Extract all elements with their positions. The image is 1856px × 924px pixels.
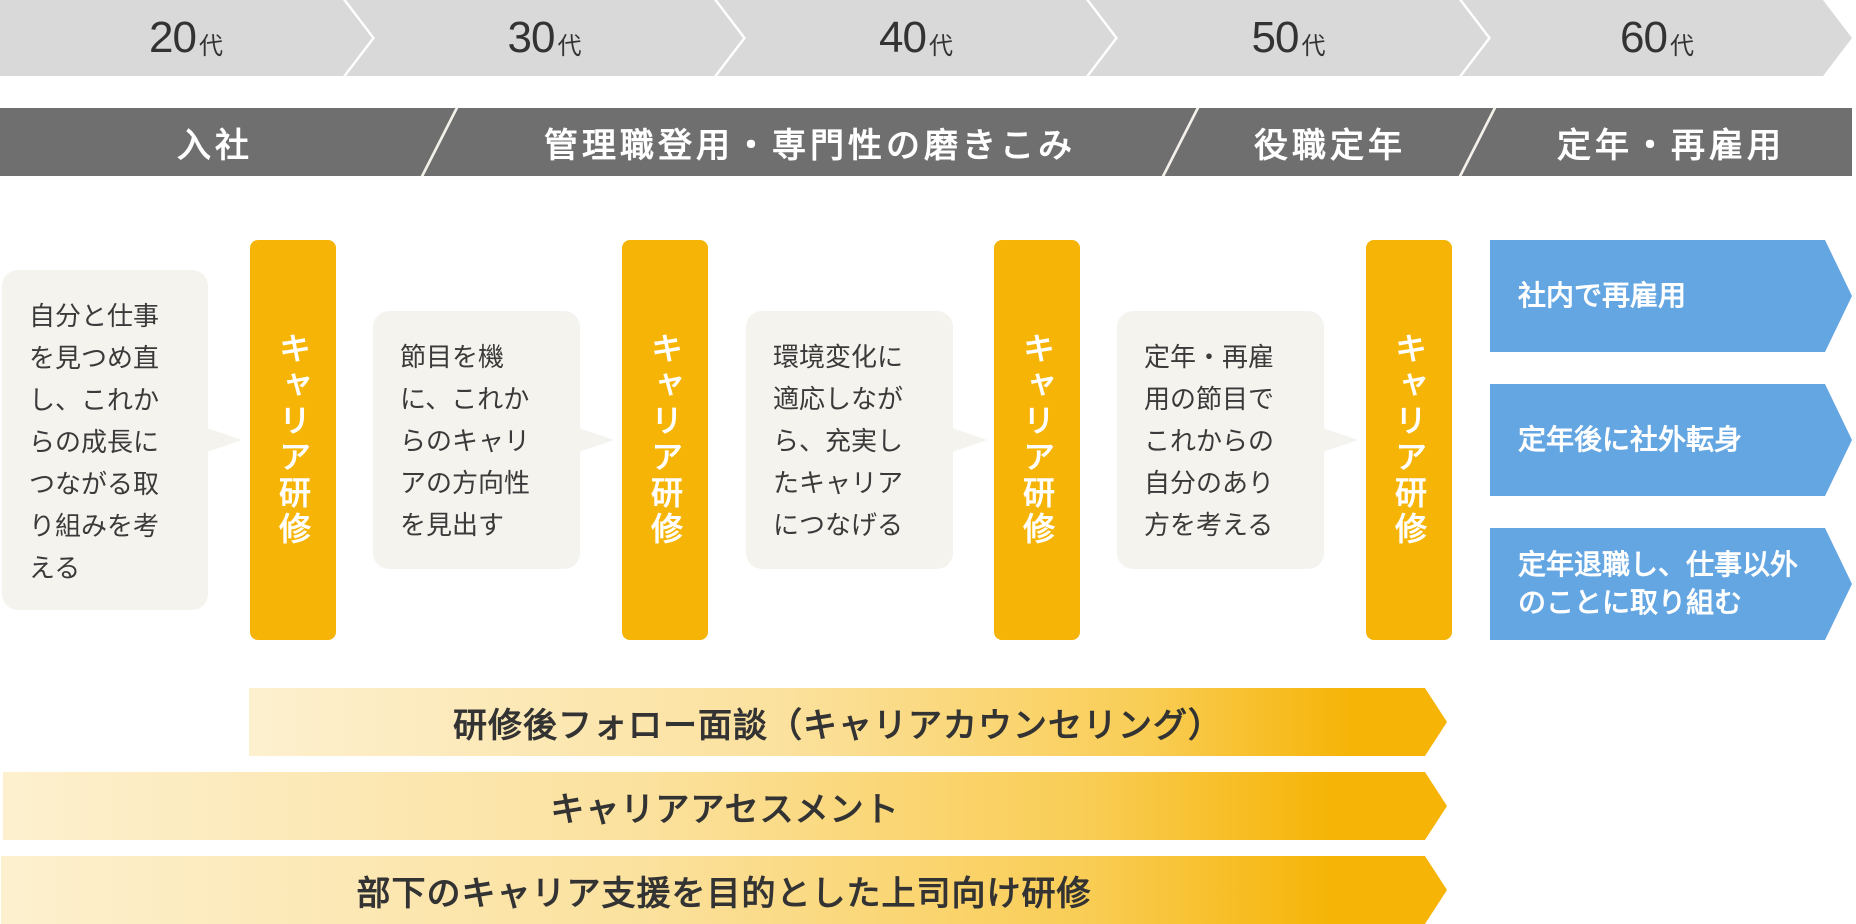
training-label: キャリア研修 [1390,332,1428,548]
outcome-retire-other-activities: 定年退職し、仕事以外 のことに取り組む [1490,528,1852,640]
stage-management: 管理職登用・専門性の磨きこみ [544,125,1076,166]
age-number: 20 [149,13,197,62]
bubble-text: ら、充実し [773,427,904,457]
support-label: 部下のキャリア支援を目的とした上司向け研修 [356,873,1092,914]
support-label: キャリアアセスメント [550,789,900,830]
description-bubble-40s: 環境変化に 適応しなが ら、充実し たキャリア につなげる [746,311,953,569]
stage-joining: 入社 [177,125,253,166]
age-number: 60 [1620,13,1668,62]
description-bubble-30s: 節目を機 に、これか らのキャリ アの方向性 を見出す [373,311,580,569]
bubble-text: たキャリア [773,469,904,499]
stage-post-retirement: 役職定年 [1254,125,1406,166]
outcome-internal-rehire: 社内で再雇用 [1490,240,1852,352]
bubble-text: らのキャリ [400,427,531,457]
bubble-text: し、これか [29,386,160,416]
bubble-text: アの方向性 [400,469,531,499]
career-training-20s: キャリア研修 [250,240,336,640]
training-label: キャリア研修 [1018,332,1056,548]
outcome-text: 定年退職し、仕事以外 [1518,548,1799,581]
bubble-text: 定年・再雇 [1144,343,1275,373]
bubble-pointer [1323,428,1358,452]
stage-band: 入社 管理職登用・専門性の磨きこみ 役職定年 定年・再雇用 [0,108,1852,176]
career-training-40s: キャリア研修 [994,240,1080,640]
bubble-text: 方を考える [1144,511,1274,541]
bubble-text: これからの [1144,427,1275,457]
support-label: 研修後フォロー面談（キャリアカウンセリング） [453,705,1223,746]
bubble-text: を見出す [400,511,505,541]
bubble-text: 環境変化に [773,343,904,373]
outcome-text: 定年後に社外転身 [1518,423,1743,456]
bubble-text: り組みを考 [29,512,160,542]
age-number: 40 [879,13,927,62]
outcome-external-move: 定年後に社外転身 [1490,384,1852,496]
bubble-text: を見つめ直 [29,344,160,374]
age-suffix: 代 [1669,31,1694,60]
bubble-text: 自分のあり [1144,469,1275,499]
description-bubble-20s: 自分と仕事 を見つめ直 し、これか らの成長に つながる取 り組みを考 える [2,270,208,610]
bubble-text: 節目を機 [400,343,505,373]
bubble-text: つながる取 [29,470,160,500]
age-suffix: 代 [928,31,953,60]
support-follow-up-counseling: 研修後フォロー面談（キャリアカウンセリング） [249,688,1447,756]
bubble-pointer [952,428,987,452]
career-training-50s: キャリア研修 [1366,240,1452,640]
bubble-text: らの成長に [29,428,160,458]
training-label: キャリア研修 [646,332,684,548]
age-suffix: 代 [557,31,582,60]
bubble-text: 自分と仕事 [29,302,160,332]
outcome-text: 社内で再雇用 [1518,279,1687,312]
age-suffix: 代 [198,31,223,60]
training-label: キャリア研修 [274,332,312,548]
age-number: 50 [1251,13,1300,62]
age-suffix: 代 [1301,31,1326,60]
bubble-text: に、これか [400,385,530,415]
age-number: 30 [507,13,556,62]
stage-retirement-rehire: 定年・再雇用 [1557,125,1785,166]
support-career-assessment: キャリアアセスメント [3,772,1447,840]
career-training-30s: キャリア研修 [622,240,708,640]
description-bubble-50s: 定年・再雇 用の節目で これからの 自分のあり 方を考える [1117,311,1324,569]
outcome-text: のことに取り組む [1518,586,1743,619]
bubble-pointer [579,428,614,452]
support-manager-training: 部下のキャリア支援を目的とした上司向け研修 [1,856,1447,924]
bubble-text: 用の節目で [1144,385,1275,415]
bubble-text: につなげる [773,511,904,541]
bubble-text: 適応しなが [773,385,904,415]
bubble-text: える [29,554,81,584]
bubble-pointer [207,428,242,452]
